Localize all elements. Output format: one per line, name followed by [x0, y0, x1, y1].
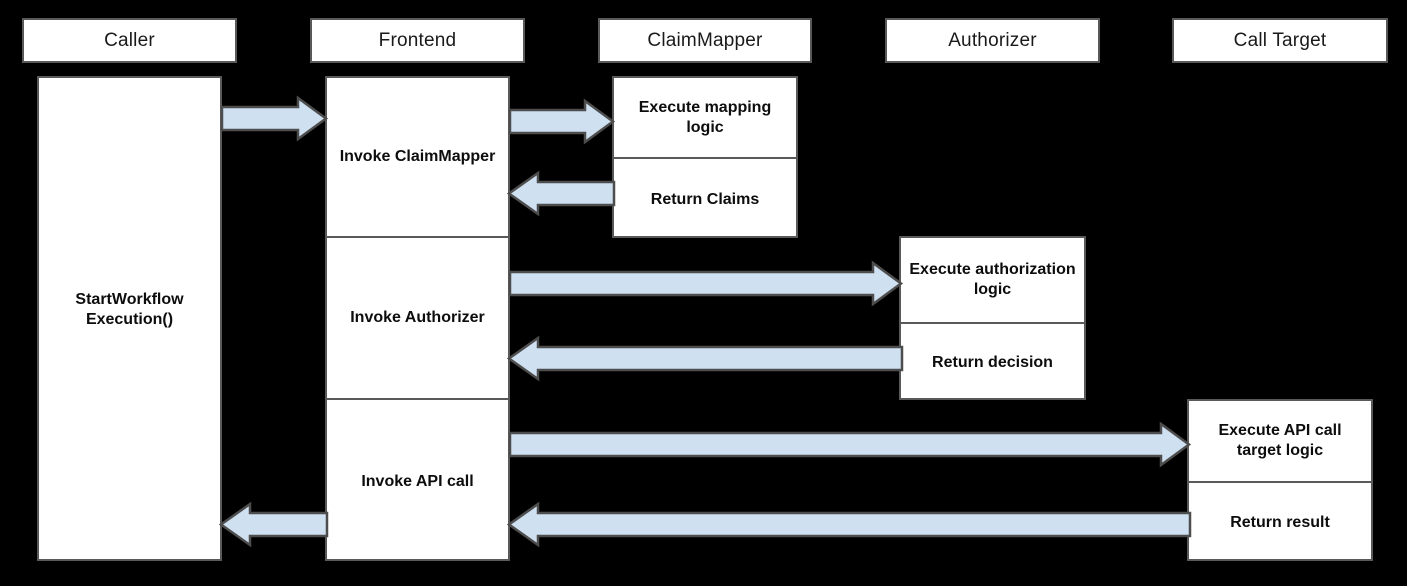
- activation-authorizer-segment-execute-authorization-logic: Execute authorization logic: [909, 261, 1076, 298]
- lifeline-header-claimmapper[interactable]: ClaimMapper: [598, 18, 812, 63]
- activation-calltarget-segment-execute-api-call-target-logic: Execute API call target logic: [1218, 422, 1342, 459]
- activation-frontend-segment-invoke-authorizer: Invoke Authorizer: [327, 236, 508, 398]
- lifeline-header-frontend-label: Frontend: [378, 29, 457, 51]
- activation-frontend[interactable]: Invoke ClaimMapper Invoke Authorizer Inv…: [325, 76, 510, 561]
- activation-caller[interactable]: StartWorkflow Execution(): [37, 76, 222, 561]
- activation-caller-segment-start-workflow: StartWorkflow Execution(): [75, 291, 184, 328]
- message-arrow-calltarget-to-frontend[interactable]: [506, 501, 1192, 548]
- lifeline-header-calltarget-label: Call Target: [1233, 29, 1327, 51]
- message-arrow-frontend-to-caller[interactable]: [218, 501, 329, 548]
- lifeline-header-frontend[interactable]: Frontend: [310, 18, 525, 63]
- activation-calltarget[interactable]: Execute API call target logic Return res…: [1187, 399, 1373, 561]
- activation-authorizer-segment-return-decision: Return decision: [901, 322, 1084, 402]
- lifeline-header-claimmapper-label: ClaimMapper: [647, 29, 763, 51]
- lifeline-header-caller[interactable]: Caller: [22, 18, 237, 63]
- activation-claimmapper-segment-execute-mapping-logic: Execute mapping logic: [638, 98, 772, 136]
- message-arrow-frontend-to-calltarget[interactable]: [508, 421, 1192, 468]
- activation-claimmapper-segment-return-claims: Return Claims: [614, 157, 796, 240]
- activation-frontend-segment-invoke-api-call: Invoke API call: [327, 398, 508, 563]
- lifeline-header-caller-label: Caller: [104, 29, 155, 51]
- message-arrow-caller-to-frontend[interactable]: [220, 95, 329, 142]
- activation-frontend-segment-invoke-claimmapper: Invoke ClaimMapper: [339, 148, 496, 165]
- message-arrow-frontend-to-claimmapper[interactable]: [508, 98, 616, 145]
- message-arrow-frontend-to-authorizer[interactable]: [508, 260, 904, 307]
- lifeline-header-authorizer-label: Authorizer: [948, 29, 1037, 51]
- lifeline-header-calltarget[interactable]: Call Target: [1172, 18, 1388, 63]
- lifeline-header-authorizer[interactable]: Authorizer: [885, 18, 1100, 63]
- message-arrow-claimmapper-to-frontend[interactable]: [506, 170, 616, 217]
- message-arrow-authorizer-to-frontend[interactable]: [506, 335, 904, 382]
- activation-calltarget-segment-return-result: Return result: [1189, 481, 1371, 563]
- activation-authorizer[interactable]: Execute authorization logic Return decis…: [899, 236, 1086, 400]
- activation-claimmapper[interactable]: Execute mapping logic Return Claims: [612, 76, 798, 238]
